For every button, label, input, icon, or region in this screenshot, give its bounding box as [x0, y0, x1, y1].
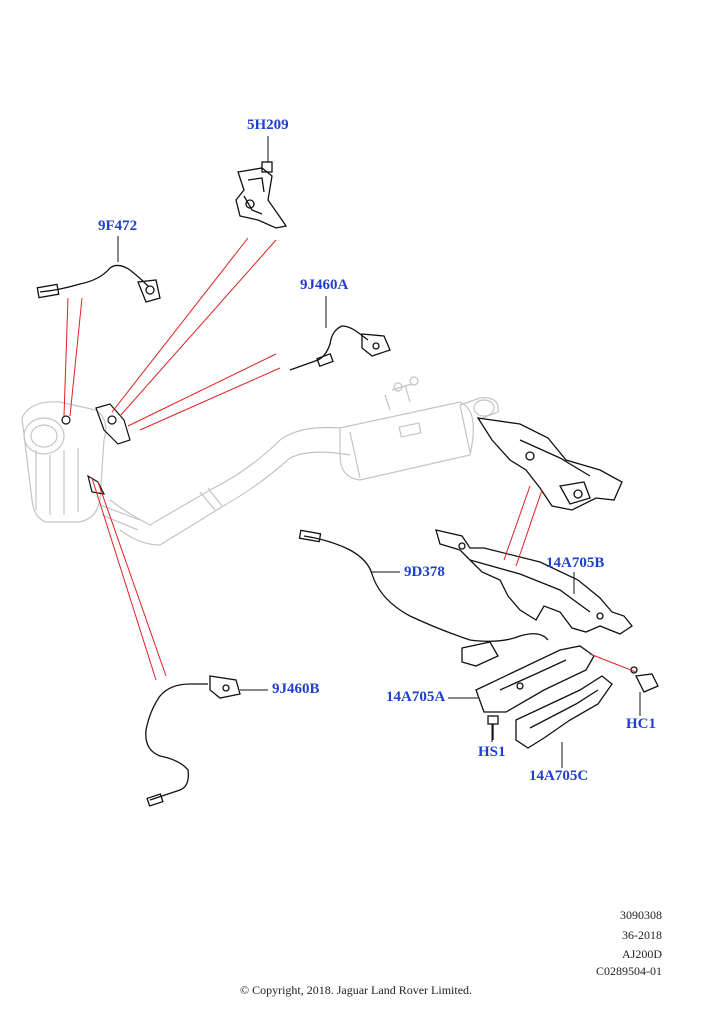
callout-14A705A[interactable]: 14A705A — [386, 689, 446, 705]
catalog-reference: C0289504-01 — [596, 964, 662, 978]
part-9F472[interactable] — [36, 264, 161, 303]
callout-9J460A[interactable]: 9J460A — [300, 277, 349, 293]
engine-code: AJ200D — [621, 947, 662, 961]
part-14A705A[interactable] — [475, 645, 595, 713]
callout-9J460B[interactable]: 9J460B — [272, 681, 320, 697]
part-HC1[interactable] — [630, 666, 659, 693]
part-5H209[interactable] — [235, 161, 288, 229]
revision-date: 36-2018 — [622, 928, 662, 942]
illustration-number: 3090308 — [620, 908, 662, 922]
callout-9D378[interactable]: 9D378 — [404, 564, 445, 580]
callout-leaders — [117, 136, 641, 768]
part-9J460A[interactable] — [289, 325, 391, 371]
callout-14A705B[interactable]: 14A705B — [546, 555, 605, 571]
callout-HS1[interactable]: HS1 — [478, 744, 506, 760]
part-HS1[interactable] — [487, 715, 499, 740]
callout-HC1[interactable]: HC1 — [626, 716, 656, 732]
rear-sensor-bracket-assembly — [476, 417, 623, 511]
part-9D378[interactable] — [298, 529, 549, 667]
callout-9F472[interactable]: 9F472 — [98, 218, 138, 234]
part-14A705B[interactable] — [435, 529, 633, 635]
catalyst-sensor-mount — [61, 403, 131, 495]
leader-lines — [63, 237, 637, 681]
part-14A705C[interactable] — [515, 675, 613, 749]
exhaust-system-ghost — [21, 376, 499, 546]
callout-5H209[interactable]: 5H209 — [247, 117, 289, 133]
part-9J460B[interactable] — [145, 675, 241, 807]
copyright-notice: © Copyright, 2018. Jaguar Land Rover Lim… — [239, 983, 473, 997]
callout-14A705C[interactable]: 14A705C — [529, 768, 589, 784]
